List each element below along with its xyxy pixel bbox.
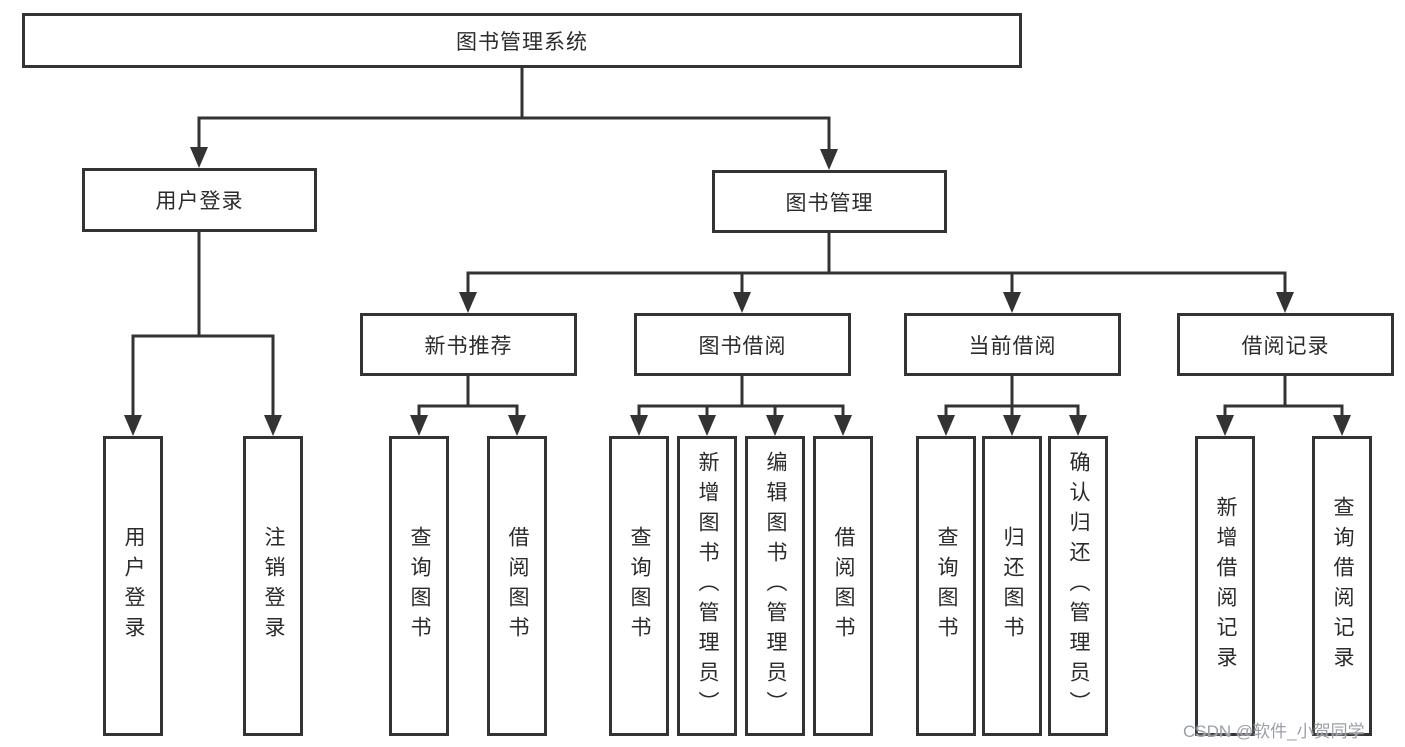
- node-label: 查询图书: [408, 526, 431, 646]
- leaf-borrowing-edit-books-admin: 编辑图书（管理员）: [745, 436, 805, 736]
- node-label: 借阅图书: [832, 526, 855, 646]
- node-book-borrowing: 图书借阅: [634, 313, 851, 376]
- node-label: 图书管理系统: [456, 30, 588, 54]
- leaf-borrowing-query-books: 查询图书: [609, 436, 669, 736]
- node-book-management: 图书管理: [712, 170, 947, 233]
- node-label: 借阅图书: [506, 526, 529, 646]
- node-borrowing-records: 借阅记录: [1177, 313, 1394, 376]
- node-label: 新书推荐: [424, 334, 513, 358]
- node-label: 图书借阅: [698, 334, 787, 358]
- leaf-current-query-books: 查询图书: [916, 436, 976, 736]
- csdn-watermark: CSDN @软件_小贺同学: [1183, 722, 1365, 741]
- node-label: 图书管理: [785, 191, 874, 215]
- node-label: 用户登录: [122, 526, 145, 646]
- leaf-user-login: 用户登录: [103, 436, 163, 736]
- leaf-newbook-query-books: 查询图书: [389, 436, 449, 736]
- leaf-current-confirm-return-admin: 确认归还（管理员）: [1048, 436, 1108, 736]
- leaf-current-return-books: 归还图书: [982, 436, 1042, 736]
- node-label: 当前借阅: [968, 334, 1057, 358]
- node-label: 借阅记录: [1241, 334, 1330, 358]
- node-label: 归还图书: [1001, 526, 1024, 646]
- node-label: 新增借阅记录: [1214, 496, 1237, 676]
- node-label: 注销登录: [262, 526, 285, 646]
- node-label: 确认归还（管理员）: [1067, 451, 1090, 721]
- node-label: 查询图书: [935, 526, 958, 646]
- leaf-borrowing-add-books-admin: 新增图书（管理员）: [677, 436, 737, 736]
- leaf-records-query-record: 查询借阅记录: [1312, 436, 1372, 736]
- node-label: 查询借阅记录: [1331, 496, 1354, 676]
- node-label: 用户登录: [155, 190, 244, 213]
- node-current-borrowing: 当前借阅: [904, 313, 1121, 376]
- leaf-newbook-borrow-books: 借阅图书: [487, 436, 547, 736]
- leaf-borrowing-borrow-books: 借阅图书: [813, 436, 873, 736]
- node-label: 查询图书: [628, 526, 651, 646]
- leaf-records-add-record: 新增借阅记录: [1195, 436, 1255, 736]
- node-label: 新增图书（管理员）: [696, 451, 719, 721]
- node-label: 编辑图书（管理员）: [764, 451, 787, 721]
- leaf-logout-login: 注销登录: [243, 436, 303, 736]
- node-new-book-recommendation: 新书推荐: [360, 313, 577, 376]
- node-user-login: 用户登录: [82, 168, 317, 232]
- node-library-management-system: 图书管理系统: [22, 13, 1022, 68]
